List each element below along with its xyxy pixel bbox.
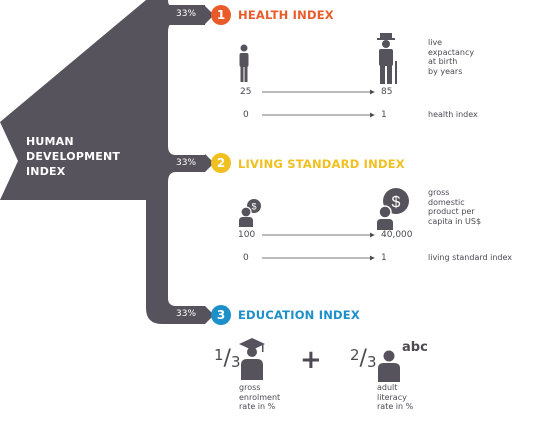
hdi-line: DEVELOPMENT — [26, 150, 121, 163]
person-small-money-icon: $ — [239, 199, 261, 227]
note-line: rate in % — [239, 402, 276, 411]
arrow-tip-living — [205, 154, 214, 172]
note-line: rate in % — [377, 402, 414, 411]
note-line: capita in US$ — [428, 216, 482, 226]
health-title: HEALTH INDEX — [238, 8, 334, 22]
health-index-to: 1 — [381, 110, 387, 120]
graduate-icon — [239, 338, 265, 380]
living-index-from: 0 — [243, 253, 249, 263]
note-line: at birth — [428, 57, 458, 66]
spine — [146, 0, 205, 324]
note-line: literacy — [377, 392, 407, 402]
fraction-denominator: 3 — [230, 353, 241, 371]
note-line: live — [428, 38, 443, 47]
abc-badge: abc — [402, 340, 428, 355]
note-line: domestic — [428, 197, 465, 207]
hdi-title: HUMAN DEVELOPMENT INDEX — [26, 134, 136, 179]
education-number-badge: 3 — [211, 305, 231, 325]
living-number-badge: 2 — [211, 153, 231, 173]
health-index-from: 0 — [243, 110, 249, 120]
hdi-trunk — [0, 122, 146, 200]
living-to-value: 40,000 — [381, 230, 413, 240]
note-line: gross — [428, 188, 450, 197]
living-index-to: 1 — [381, 253, 387, 263]
two-thirds-fraction: 2/3 — [350, 346, 377, 371]
one-third-fraction: 1/3 — [214, 346, 241, 371]
note-line: by years — [428, 66, 463, 76]
literacy-note: adult literacy rate in % — [377, 383, 413, 412]
living-note: gross domestic product per capita in US$ — [428, 188, 481, 226]
note-line: expactancy — [428, 47, 475, 57]
health-number-badge: 1 — [211, 5, 231, 25]
health-from-value: 25 — [240, 87, 252, 97]
living-title: LIVING STANDARD INDEX — [238, 157, 405, 171]
health-note: live expactancy at birth by years — [428, 38, 474, 76]
fraction-denominator: 3 — [366, 353, 377, 371]
svg-text:$: $ — [251, 202, 256, 212]
person-large-money-icon: $ — [377, 188, 409, 230]
young-person-icon — [239, 44, 249, 82]
health-to-value: 85 — [381, 87, 393, 97]
plus-operator: + — [300, 345, 322, 375]
living-index-note: living standard index — [428, 253, 513, 262]
note-line: gross — [239, 383, 261, 392]
living-weight: 33% — [176, 158, 197, 168]
education-title: EDUCATION INDEX — [238, 308, 360, 322]
hdi-line: HUMAN — [26, 135, 74, 148]
elderly-person-icon — [377, 33, 397, 84]
note-line: product per — [428, 207, 475, 216]
enrolment-note: gross enrolment rate in % — [239, 383, 280, 412]
education-weight: 33% — [176, 309, 197, 319]
note-line: adult — [377, 383, 398, 392]
reader-icon — [378, 350, 400, 382]
health-index-note: health index — [428, 110, 478, 119]
health-weight: 33% — [176, 9, 197, 19]
arrow-tip-education — [205, 306, 214, 324]
living-from-value: 100 — [238, 230, 256, 240]
note-line: enrolment — [239, 392, 281, 402]
hdi-line: INDEX — [26, 165, 66, 178]
fraction-numerator: 2 — [350, 346, 360, 364]
svg-text:$: $ — [392, 194, 401, 211]
fraction-numerator: 1 — [214, 346, 224, 364]
arrow-tip-health — [205, 6, 214, 24]
